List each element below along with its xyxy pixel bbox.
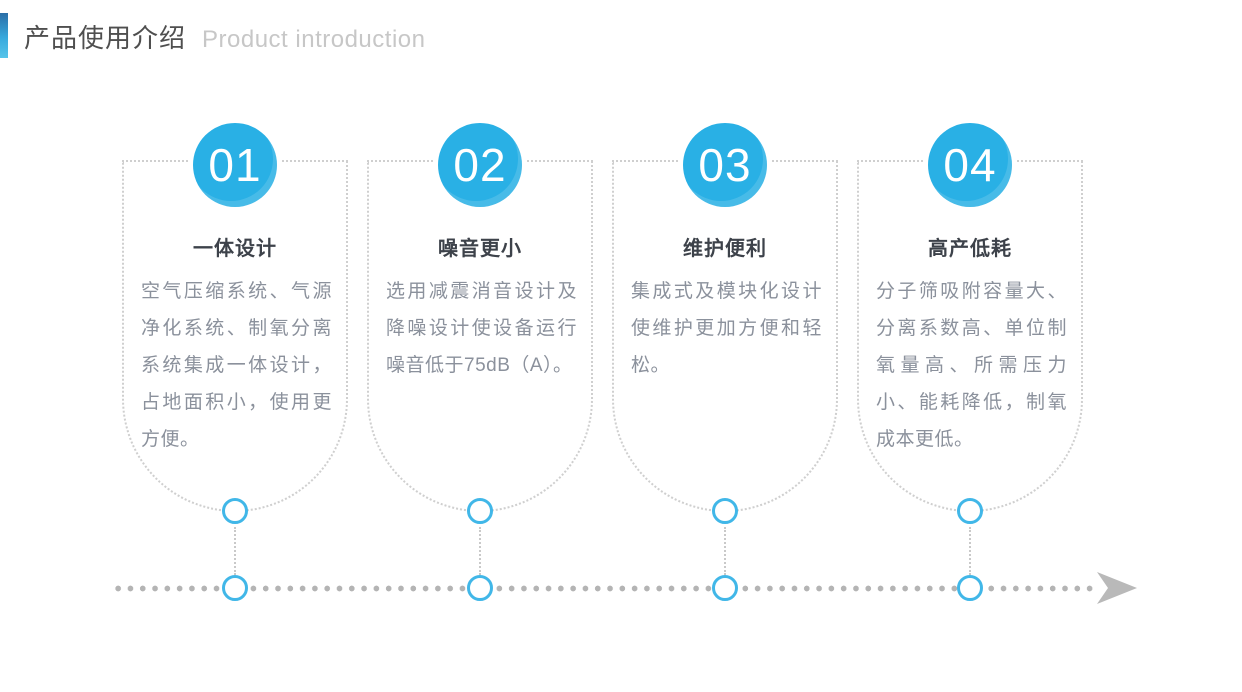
card-body: 分子筛吸附容量大、分离系数高、单位制氧量高、所需压力小、能耗降低，制氧成本更低。 — [876, 281, 1067, 450]
timeline-node — [222, 575, 248, 601]
card-title: 噪音更小 — [438, 238, 522, 260]
dotted-connector — [479, 527, 481, 575]
dotted-connector — [724, 527, 726, 575]
dotted-connector — [969, 527, 971, 575]
header-accent-bar — [0, 13, 8, 58]
timeline-node — [712, 575, 738, 601]
feature-card: 噪音更小 选用减震消音设计及降噪设计使设备运行噪音低于75dB（A）。 — [367, 160, 593, 512]
feature-card: 一体设计 空气压缩系统、气源净化系统、制氧分离系统集成一体设计，占地面积小，使用… — [122, 160, 348, 512]
card-title: 维护便利 — [683, 238, 767, 260]
card-body: 选用减震消音设计及降噪设计使设备运行噪音低于75dB（A）。 — [386, 281, 577, 376]
step-number-badge: 01 — [193, 123, 277, 207]
card-bottom-node — [222, 498, 248, 524]
card-title: 一体设计 — [193, 238, 277, 260]
step-number-badge: 02 — [438, 123, 522, 207]
dotted-connector — [234, 527, 236, 575]
page-subtitle: Product introduction — [202, 26, 426, 53]
step-number-badge: 04 — [928, 123, 1012, 207]
card-bottom-node — [467, 498, 493, 524]
timeline-node — [467, 575, 493, 601]
step-number-badge: 03 — [683, 123, 767, 207]
feature-card: 维护便利 集成式及模块化设计使维护更加方便和轻松。 — [612, 160, 838, 512]
timeline-node — [957, 575, 983, 601]
card-body: 集成式及模块化设计使维护更加方便和轻松。 — [631, 281, 822, 376]
feature-card: 高产低耗 分子筛吸附容量大、分离系数高、单位制氧量高、所需压力小、能耗降低，制氧… — [857, 160, 1083, 512]
timeline-track — [112, 585, 1097, 592]
card-body: 空气压缩系统、气源净化系统、制氧分离系统集成一体设计，占地面积小，使用更方便。 — [141, 281, 332, 450]
card-title: 高产低耗 — [928, 238, 1012, 260]
page-title: 产品使用介绍 — [24, 23, 187, 53]
card-bottom-node — [712, 498, 738, 524]
card-bottom-node — [957, 498, 983, 524]
header: 产品使用介绍 Product introduction — [24, 18, 425, 55]
arrow-right-icon — [1097, 572, 1137, 604]
